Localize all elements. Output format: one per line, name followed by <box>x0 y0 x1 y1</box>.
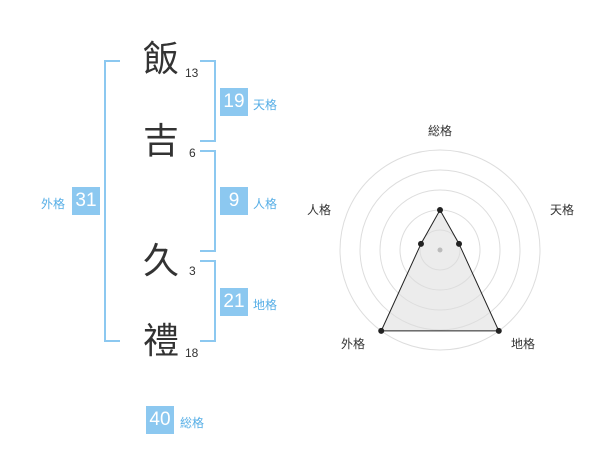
stroke-count-1: 13 <box>185 66 199 80</box>
stroke-count-4: 18 <box>185 346 199 360</box>
radar-label-gaikaku: 外格 <box>341 337 366 351</box>
radar-ring-3 <box>379 189 501 311</box>
gaikaku-label: 外格 <box>41 197 66 211</box>
chikaku-bracket <box>200 260 216 342</box>
gaikaku-bracket <box>104 60 120 342</box>
radar-point-jinkaku <box>417 240 424 247</box>
jinkaku-label: 人格 <box>253 197 278 211</box>
radar-ring-4 <box>359 169 521 331</box>
radar-point-tenkaku <box>456 240 463 247</box>
tenkaku-bracket <box>200 60 216 142</box>
name-char-1: 飯 <box>143 39 180 80</box>
chikaku-label: 地格 <box>253 298 278 312</box>
stroke-count-2: 6 <box>189 146 196 160</box>
radar-point-gaikaku <box>378 327 385 334</box>
tenkaku-value-badge: 19 <box>220 88 248 116</box>
radar-label-soukaku: 総格 <box>428 124 453 138</box>
chikaku-value-badge: 21 <box>220 288 248 316</box>
name-char-2: 吉 <box>143 121 180 162</box>
stroke-count-3: 3 <box>189 264 196 278</box>
name-char-3: 久 <box>143 241 180 282</box>
radar-label-chikaku: 地格 <box>511 337 536 351</box>
radar-label-jinkaku: 人格 <box>307 203 332 217</box>
jinkaku-value-badge: 9 <box>220 187 248 215</box>
radar-point-chikaku <box>495 327 502 334</box>
tenkaku-label: 天格 <box>253 98 278 112</box>
radar-center-dot <box>437 247 443 253</box>
gaikaku-value-badge: 31 <box>72 187 100 215</box>
soukaku-value-badge: 40 <box>146 406 174 434</box>
radar-label-tenkaku: 天格 <box>550 203 575 217</box>
radar-ring-1 <box>419 229 461 271</box>
jinkaku-bracket <box>200 150 216 252</box>
radar-ring-5 <box>339 149 541 351</box>
name-char-4: 禮 <box>143 321 180 362</box>
radar-outline <box>380 208 500 332</box>
radar-point-soukaku <box>437 207 443 213</box>
soukaku-label: 総格 <box>180 416 205 430</box>
